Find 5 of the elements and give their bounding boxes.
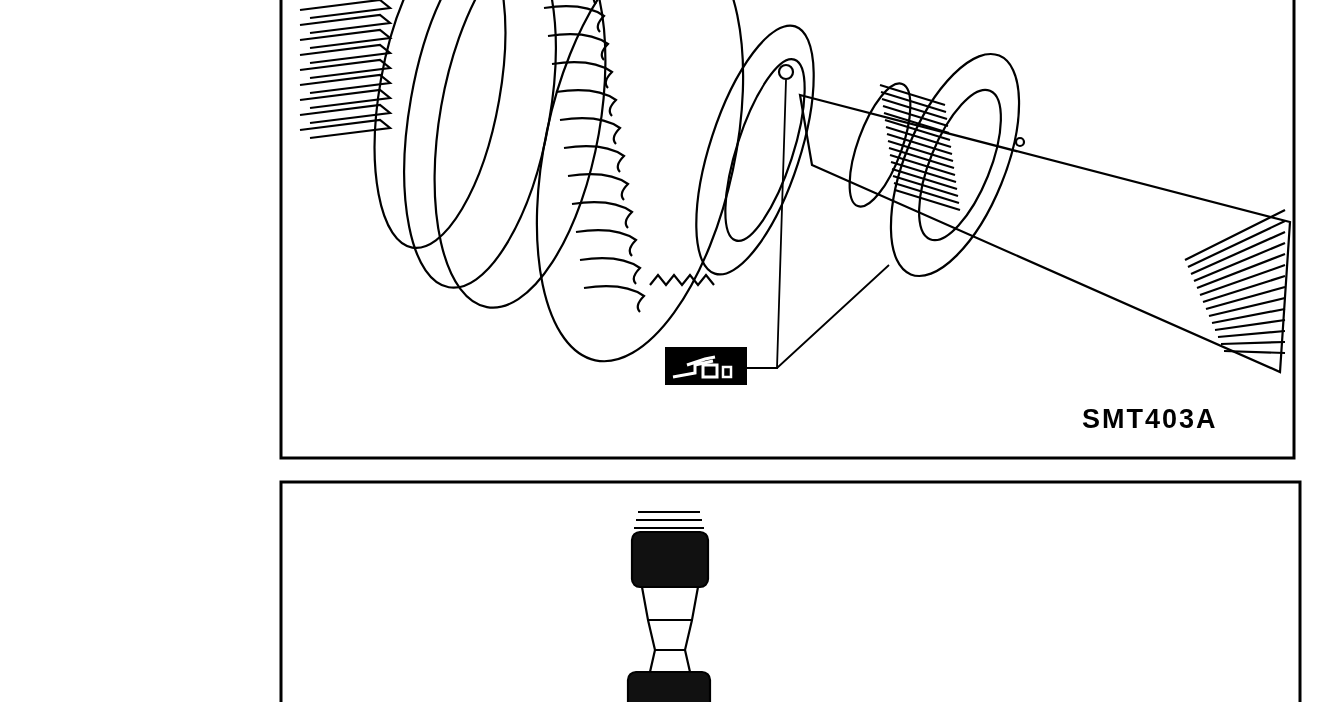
tool-icon xyxy=(665,347,747,385)
washer-part xyxy=(889,53,1021,278)
ring-mark xyxy=(777,63,795,81)
leader-line xyxy=(746,264,890,369)
figure-code: SMT403A xyxy=(1082,404,1218,435)
